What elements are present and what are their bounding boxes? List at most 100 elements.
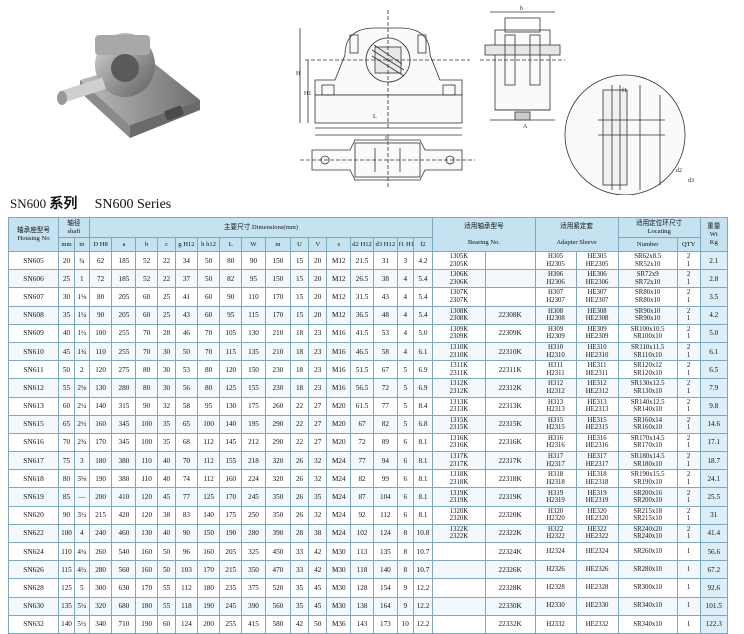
dimension-value: 60: [196, 305, 221, 325]
adapter-sleeve-he-line: HE320: [587, 507, 607, 515]
locating-ring-number-line: SR72x10: [635, 278, 661, 286]
dimension-value: 60: [135, 305, 158, 325]
weight-value: 67.2: [699, 560, 728, 580]
dimension-value: M30: [326, 560, 352, 580]
adapter-sleeve-he: HE2328: [575, 578, 619, 598]
adapter-sleeve-he-line: HE2309: [585, 333, 609, 341]
dimension-value: 230: [264, 360, 291, 380]
housing-model: SN611: [7, 360, 60, 380]
dimension-value: 340: [88, 614, 113, 634]
weight-value: 14.6: [699, 414, 728, 434]
dimension-value: 6: [396, 505, 414, 525]
dimension-value: 280: [88, 560, 113, 580]
locating-ring-qty: 1: [676, 578, 701, 598]
shaft-mm: 35: [58, 305, 75, 325]
adapter-sleeve-h-line: H2305: [546, 260, 565, 268]
adapter-sleeve-he-line: HE310: [587, 344, 607, 352]
dimension-value: 83: [175, 505, 198, 525]
dimension-value: 290: [264, 432, 291, 453]
dimension-value: 173: [372, 614, 398, 634]
dimension-value: 325: [241, 541, 266, 562]
dimension-value: 215: [219, 560, 243, 580]
dimension-value: M16: [326, 360, 352, 380]
housing-model: SN620: [7, 505, 60, 525]
dimension-value: M12: [326, 269, 352, 289]
dimension-value: 26.5: [350, 269, 374, 289]
weight-header-cn: 重量: [707, 222, 721, 230]
dimension-value: 415: [241, 614, 266, 634]
dimension-value: 128: [350, 578, 374, 598]
locating-ring-number-line: SR120x10: [633, 369, 663, 377]
shaft-header-en: shaft: [67, 227, 81, 235]
dimension-value: 100: [135, 432, 158, 453]
locating-ring-number-line: SR240x10: [633, 533, 663, 541]
adapter-sleeve-he-line: HE2305: [585, 260, 609, 268]
dimension-value: 22: [289, 414, 310, 434]
dimension-value: 100: [88, 323, 113, 343]
dimension-value: 345: [111, 414, 137, 434]
shaft-mm: 90: [58, 505, 75, 525]
adapter-sleeve-h-line: H2326: [546, 566, 565, 574]
adapter-sleeve-he-line: HE2318: [585, 478, 609, 486]
dimension-value: 31.5: [350, 287, 374, 307]
dimension-value: 40: [156, 451, 177, 471]
locating-ring-number-line: SR130x12.5: [630, 380, 665, 388]
dimension-value: 154: [372, 578, 398, 598]
dimension-value: 103: [175, 560, 198, 580]
dimension-value: 205: [111, 287, 137, 307]
adapter-sleeve-he-line: HE2332: [585, 620, 609, 628]
dim-label: L: [385, 136, 389, 142]
shaft-in: 1: [73, 269, 90, 289]
shaft-mm: 135: [58, 596, 75, 616]
adapter-sleeve-h-line: H2312: [546, 387, 565, 395]
bearing-no-line: 2307K: [449, 296, 469, 304]
housing-model: SN630: [7, 596, 60, 616]
dimension-value: 30: [156, 341, 177, 362]
locating-ring-qty-line: 1: [686, 515, 691, 523]
dimension-value: 140: [372, 560, 398, 580]
dimension-value: 50: [156, 541, 177, 562]
dimension-value: 8.1: [412, 505, 434, 525]
housing-header-cn: 轴承座型号: [17, 226, 50, 234]
weight-value: 24.1: [699, 469, 728, 489]
locating-ring-qty-line: 1: [686, 620, 691, 628]
dim-col-header: c: [156, 237, 177, 252]
dimension-value: 60: [196, 287, 221, 307]
dimension-value: 200: [196, 614, 221, 634]
dimension-value: 5.4: [412, 269, 434, 289]
bearing-no-line: 1312K: [449, 380, 469, 388]
bearing-no-line: 1306K: [449, 271, 469, 279]
shaft-mm: 125: [58, 578, 75, 598]
housing-model: SN608: [7, 305, 60, 325]
bearing-no: [432, 541, 486, 562]
bearing-no-line: 1305K: [449, 253, 469, 261]
dimension-value: 70: [196, 341, 221, 362]
dimension-value: 22: [289, 432, 310, 453]
adapter-sleeve-h-line: H312: [548, 380, 564, 388]
adapter-sleeve-h-line: H320: [548, 507, 564, 515]
bearing-no-22: 22315K: [484, 414, 536, 434]
locating-ring-number-line: SR190x15.5: [630, 471, 665, 479]
dim-col-header: b: [135, 237, 158, 252]
adapter-sleeve-h-line: H2308: [546, 315, 565, 323]
dimension-value: 135: [241, 341, 266, 362]
dimension-value: 40: [156, 523, 177, 544]
dimension-value: 9: [396, 596, 414, 616]
spec-table: 轴承座型号 Housing No 轴径 shaft 主要尺寸 Dimension…: [7, 217, 728, 634]
